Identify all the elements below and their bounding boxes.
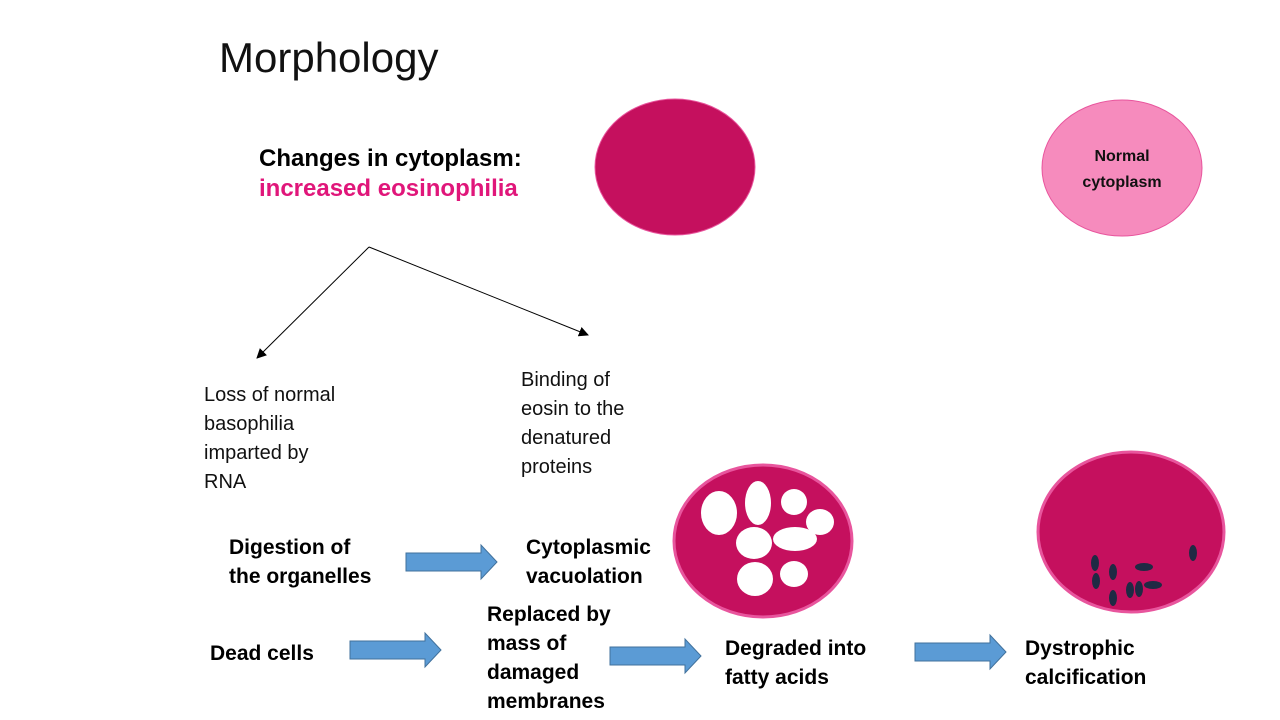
calcium-deposit — [1092, 573, 1100, 589]
calcium-deposit — [1135, 563, 1153, 571]
vacuole — [701, 491, 737, 535]
calcium-deposit — [1135, 581, 1143, 597]
heading-line-1: Changes in cytoplasm: — [259, 145, 522, 172]
calcium-deposit — [1126, 582, 1134, 598]
vacuole — [781, 489, 807, 515]
flow-step-dead-cells: Dead cells — [210, 642, 314, 665]
flow-arrow-degraded — [914, 633, 1007, 671]
heading-line-2: increased eosinophilia — [259, 175, 518, 202]
vacuole — [737, 562, 773, 596]
vacuole — [745, 481, 771, 525]
vacuolated-cell — [672, 463, 854, 619]
flow-arrow-digestion — [405, 543, 498, 581]
calcified-cell — [1036, 450, 1226, 614]
calcium-deposit — [1091, 555, 1099, 571]
flow-step-calcification: Dystrophic calcification — [1025, 637, 1147, 689]
branch-text-basophilia: Loss of normal basophilia imparted by RN… — [204, 384, 336, 493]
calcium-deposit — [1144, 581, 1162, 589]
calcium-deposit — [1109, 564, 1117, 580]
normal-cytoplasm-cell — [1041, 99, 1203, 237]
slide-title: Morphology — [219, 34, 439, 81]
branch-arrow-left — [256, 246, 370, 359]
normal-cytoplasm-label: Normal cytoplasm — [1082, 148, 1162, 191]
calcium-deposit — [1189, 545, 1197, 561]
flow-arrow-dead-cells — [349, 631, 442, 669]
flow-arrow-replaced — [609, 637, 702, 675]
vacuole — [736, 527, 772, 559]
flow-step-replaced: Replaced by mass of damaged membranes — [487, 603, 611, 713]
cytoplasm-heading: Changes in cytoplasm: increased eosinoph… — [259, 144, 522, 204]
calcium-deposit — [1109, 590, 1117, 606]
flow-step-digestion: Digestion of the organelles — [229, 536, 372, 588]
vacuole — [773, 527, 817, 551]
branch-text-eosin-binding: Binding of eosin to the denatured protei… — [521, 369, 625, 478]
branch-arrow-right — [368, 246, 589, 337]
flow-step-vacuolation: Cytoplasmic vacuolation — [526, 536, 651, 588]
vacuole — [780, 561, 808, 587]
vacuole — [806, 509, 834, 535]
eosinophilic-cell — [594, 98, 756, 236]
flow-step-fatty-acids: Degraded into fatty acids — [725, 637, 867, 689]
